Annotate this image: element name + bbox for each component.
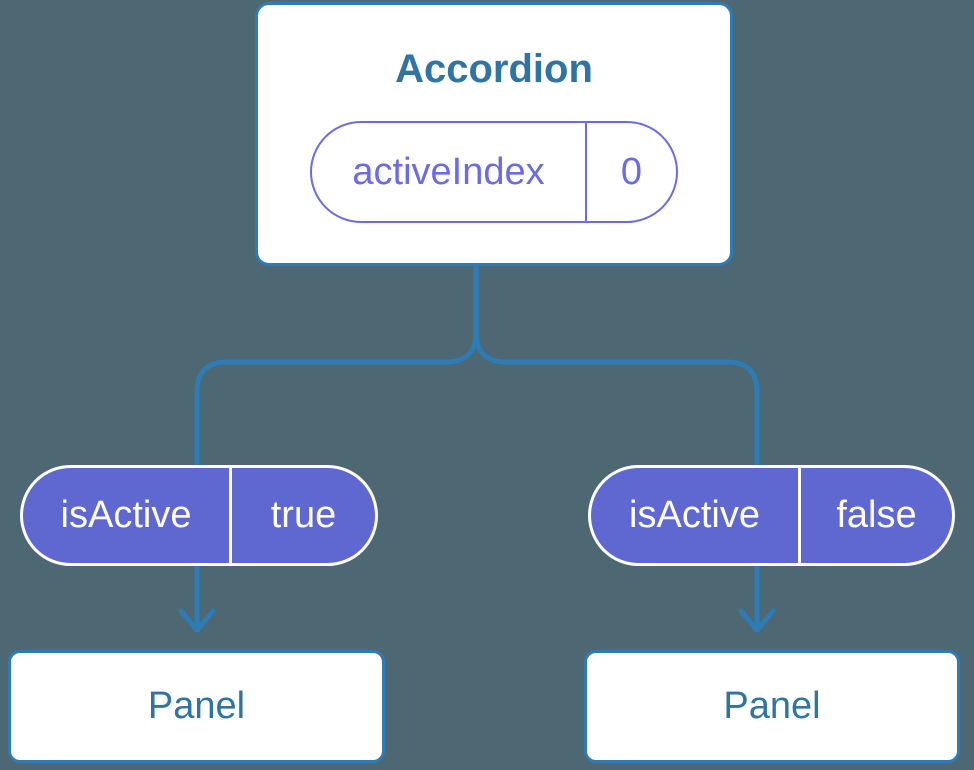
prop-pill-right: isActive false	[588, 465, 955, 566]
prop-value-right: false	[836, 494, 917, 536]
panel-title-right: Panel	[723, 685, 821, 727]
component-title: Accordion	[395, 47, 593, 91]
state-value: 0	[620, 150, 643, 193]
connector-left-branch	[194, 266, 479, 628]
panel-card-right: Panel	[584, 650, 960, 763]
prop-value-left: true	[270, 494, 337, 536]
state-pill: activeIndex 0	[310, 121, 678, 223]
panel-card-left: Panel	[8, 650, 385, 763]
connector-right-branch	[473, 266, 760, 628]
prop-name-left: isActive	[23, 468, 232, 563]
state-name: activeIndex	[312, 123, 587, 221]
prop-name-right: isActive	[591, 468, 801, 563]
prop-pill-left: isActive true	[20, 465, 378, 566]
accordion-component-card: Accordion activeIndex 0	[255, 2, 733, 266]
down-arrow-right-icon	[738, 608, 776, 633]
down-arrow-left-icon	[178, 608, 216, 633]
panel-title-left: Panel	[147, 685, 246, 727]
